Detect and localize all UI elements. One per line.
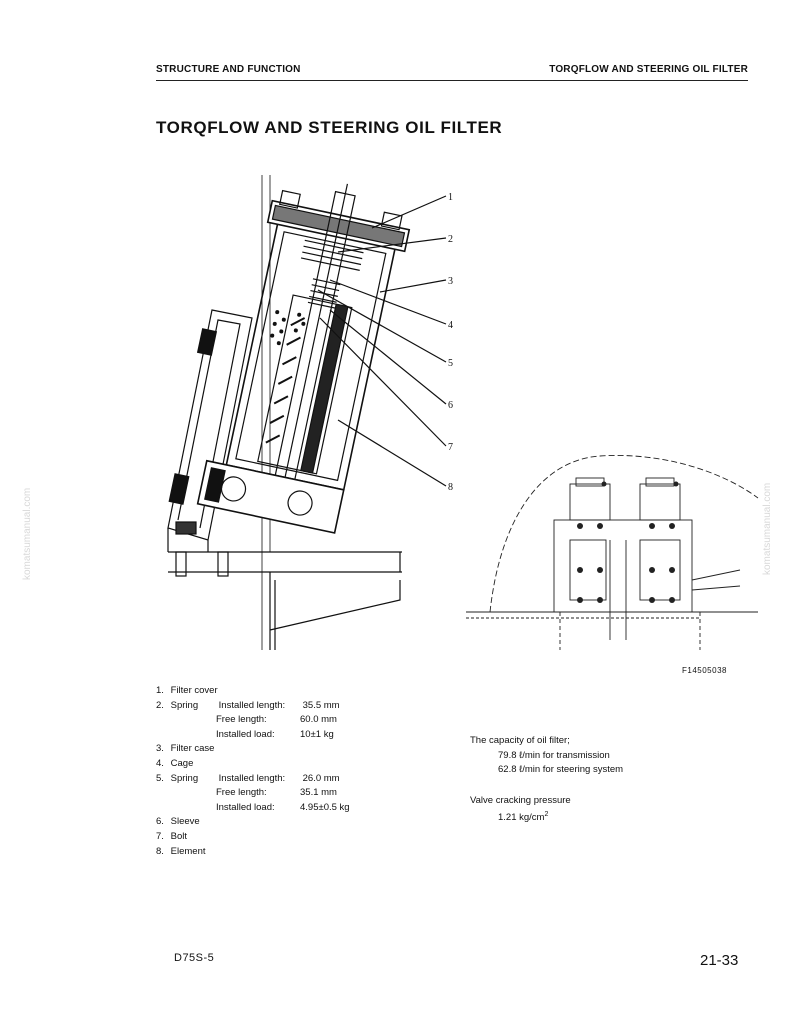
callout-2: 2 [448,234,453,245]
location-view [466,455,759,650]
callout-1: 1 [448,192,453,203]
valve-heading: Valve cracking pressure [470,794,571,806]
spring-upper [300,239,364,271]
element [257,294,353,475]
list-item-detail: Installed load:10±1 kg [216,728,334,740]
list-item: 8. Element [156,845,206,857]
list-item-detail: Installed load:4.95±0.5 kg [216,801,350,813]
list-item-detail: Free length:35.1 mm [216,787,337,799]
capacity-heading: The capacity of oil filter; [470,735,570,746]
header-topic-title: TORQFLOW AND STEERING OIL FILTER [549,64,748,75]
header-section-title: STRUCTURE AND FUNCTION [156,64,301,75]
list-item: 1. Filter cover [156,685,218,696]
capacity-steering: 62.8 ℓ/min for steering system [498,764,624,776]
filter-cross-section-figure: 1 2 3 4 5 6 7 8 [167,175,759,650]
callout-4: 4 [448,320,453,331]
page-number: 21-33 [700,952,739,969]
list-item: 7. Bolt [156,830,188,842]
callout-7: 7 [448,442,453,453]
page-title: TORQFLOW AND STEERING OIL FILTER [156,118,503,137]
list-item: 3. Filter case [156,743,215,755]
callout-3: 3 [448,276,453,287]
list-item: 4. Cage [156,757,194,769]
specifications: The capacity of oil filter; 79.8 ℓ/min f… [470,734,623,826]
figure-id: F14505038 [682,666,727,675]
capacity-transmission: 79.8 ℓ/min for transmission [498,749,610,761]
valve-pressure: 1.21 kg/cm2 [498,811,549,824]
header-rule [156,80,748,81]
list-item-detail: Free length:60.0 mm [216,714,337,726]
list-item: 6. Sleeve [156,816,200,828]
callout-5: 5 [448,358,453,369]
callout-8: 8 [448,482,453,493]
callout-6: 6 [448,400,453,411]
footer-model: D75S-5 [174,952,215,964]
